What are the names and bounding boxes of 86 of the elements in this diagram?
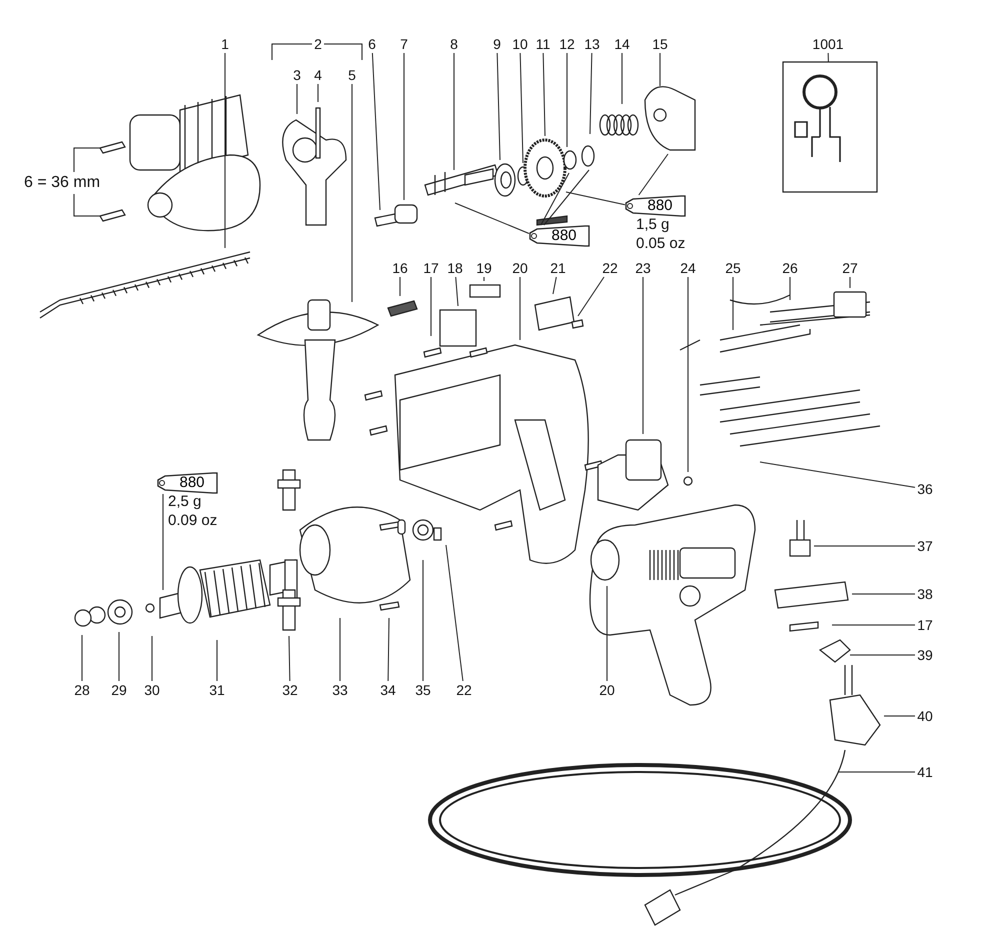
- callout-number: 6: [366, 35, 378, 53]
- callout-number: 7: [398, 35, 410, 53]
- callout-number: 35: [413, 681, 433, 699]
- callout-number: 20: [510, 259, 530, 277]
- leader-line: [496, 52, 500, 160]
- quantity-note: 2,5 g: [168, 493, 202, 510]
- leader-line: [455, 276, 458, 306]
- leader-line: [642, 276, 644, 434]
- callout-number: 20: [597, 681, 617, 699]
- callout-number: 1: [219, 35, 231, 53]
- leader-line: [828, 52, 829, 62]
- leader-line: [224, 52, 226, 248]
- dimension-text: 6 = 36 mm: [24, 174, 100, 192]
- callout-number: 41: [915, 763, 935, 781]
- callout-number: 5: [346, 66, 358, 84]
- callout-number: 27: [840, 259, 860, 277]
- quantity-note: 1,5 g: [636, 216, 670, 233]
- quantity-note: 0.05 oz: [636, 235, 686, 252]
- callout-number: 2: [312, 35, 324, 53]
- leader-line: [606, 586, 608, 682]
- grease-tube: 880: [625, 195, 687, 217]
- leader-line: [430, 276, 432, 336]
- leader-line: [590, 52, 592, 134]
- leader-line: [832, 624, 916, 626]
- callout-number: 17: [421, 259, 441, 277]
- grease-tube: 880: [529, 225, 591, 247]
- leader-line: [566, 52, 568, 148]
- leader-line: [296, 84, 298, 114]
- callout-number: 16: [390, 259, 410, 277]
- leader-line: [552, 276, 557, 294]
- leader-line: [566, 192, 626, 206]
- callout-number: 40: [915, 707, 935, 725]
- callout-number: 17: [915, 616, 935, 634]
- leader-line: [542, 52, 546, 136]
- callout-number: 22: [454, 681, 474, 699]
- callout-number: 24: [678, 259, 698, 277]
- callout-number: 12: [557, 35, 577, 53]
- callout-number: 11: [533, 35, 553, 53]
- callout-number: 29: [109, 681, 129, 699]
- callout-number: 9: [491, 35, 503, 53]
- leader-line: [638, 154, 668, 196]
- leader-line: [388, 618, 390, 682]
- callout-number: 18: [445, 259, 465, 277]
- callout-number: 23: [633, 259, 653, 277]
- callout-number: 31: [207, 681, 227, 699]
- callout-number: 13: [582, 35, 602, 53]
- callout-number: 39: [915, 646, 935, 664]
- callout-number: 25: [723, 259, 743, 277]
- leader-line: [732, 276, 734, 330]
- leader-line: [372, 52, 380, 210]
- leader-line: [850, 654, 916, 656]
- callout-number: 15: [650, 35, 670, 53]
- callout-number: 19: [474, 259, 494, 277]
- callout-number: 26: [780, 259, 800, 277]
- leader-line: [578, 276, 604, 316]
- callout-number: 14: [612, 35, 632, 53]
- leader-line: [118, 632, 120, 682]
- leader-line: [272, 44, 362, 60]
- leader-line: [454, 202, 530, 234]
- callout-number: 33: [330, 681, 350, 699]
- leader-line: [520, 52, 524, 164]
- callout-number: 34: [378, 681, 398, 699]
- callout-number: 36: [915, 480, 935, 498]
- callout-number: 37: [915, 537, 935, 555]
- callout-number: 8: [448, 35, 460, 53]
- quantity-note: 0.09 oz: [168, 512, 218, 529]
- leader-line: [540, 172, 570, 226]
- callout-number: 1001: [810, 35, 846, 53]
- leader-line: [544, 170, 590, 226]
- leader-line: [422, 560, 424, 682]
- callout-number: 21: [548, 259, 568, 277]
- callout-number: 38: [915, 585, 935, 603]
- callout-number: 3: [291, 66, 303, 84]
- callout-number: 30: [142, 681, 162, 699]
- callout-number: 28: [72, 681, 92, 699]
- callout-number: 32: [280, 681, 300, 699]
- leader-line: [760, 462, 916, 488]
- wiring-inset-drawing: [782, 61, 878, 193]
- leader-line: [162, 494, 164, 590]
- callout-number: 22: [600, 259, 620, 277]
- grease-tube: 880: [157, 472, 219, 494]
- leader-line: [216, 640, 218, 682]
- callout-number: 10: [510, 35, 530, 53]
- callout-number: 4: [312, 66, 324, 84]
- leader-line: [446, 544, 464, 682]
- leader-line: [288, 636, 290, 682]
